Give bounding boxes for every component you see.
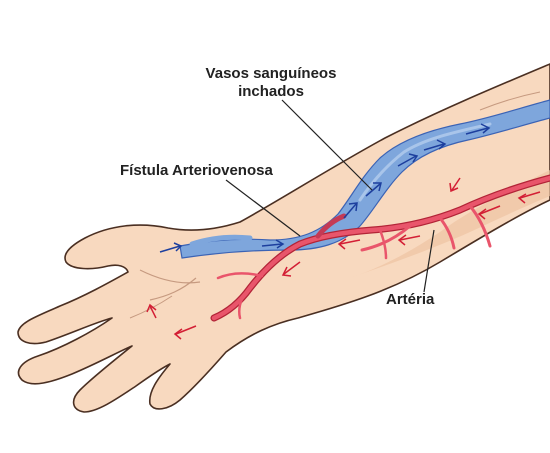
palm-crease-1 — [139, 269, 201, 284]
vein-flow-arrows — [159, 123, 491, 253]
artery-branch-3 — [360, 224, 412, 252]
blue-arrow — [423, 139, 447, 151]
red-arrow — [337, 238, 361, 250]
red-arrow — [517, 191, 541, 204]
artery-branch-4 — [378, 228, 388, 260]
fistula-connection — [315, 213, 347, 239]
blue-arrow — [261, 239, 285, 249]
blue-arrow — [343, 202, 358, 219]
arm-hand — [17, 63, 550, 413]
red-arrow — [146, 303, 157, 319]
leader-fistula — [225, 179, 301, 237]
arm-skin — [17, 63, 550, 413]
blue-arrow — [397, 153, 419, 167]
swollen-vein — [179, 99, 550, 259]
red-arrow — [397, 234, 421, 246]
label-artery: Artéria — [386, 291, 435, 308]
vein-body — [179, 99, 550, 259]
vein-branch — [189, 234, 253, 247]
label-swollen-vessels-line1: Vasos sanguíneos — [205, 65, 337, 82]
artery-flow-arrows — [146, 177, 541, 340]
red-arrow — [449, 177, 461, 193]
artery-branch-5 — [216, 272, 264, 280]
artery-branch-1 — [468, 204, 492, 248]
leader-lines — [225, 99, 435, 293]
vein-highlight — [358, 122, 492, 202]
elbow-crease — [479, 91, 541, 111]
red-arrow — [281, 261, 301, 277]
blue-arrow — [159, 242, 183, 253]
label-arteriovenous-fistula: Fístula Arteriovenosa — [120, 162, 273, 179]
blue-arrow — [365, 182, 382, 197]
label-swollen-vessels-line2: inchados — [238, 83, 304, 100]
artery-main-fill — [211, 175, 550, 321]
leader-arteria — [423, 229, 435, 293]
red-arrow — [173, 325, 197, 340]
blue-arrow — [465, 123, 491, 135]
leader-vasos — [281, 99, 373, 191]
artery-branch-2 — [438, 216, 456, 250]
artery-branch-6 — [238, 290, 248, 320]
palm-crease-3 — [129, 295, 173, 319]
red-arrow — [477, 205, 501, 220]
palm-crease-2 — [149, 277, 197, 301]
artery — [210, 174, 550, 322]
label-swollen-vessels: Vasos sanguíneos inchados — [186, 65, 356, 101]
